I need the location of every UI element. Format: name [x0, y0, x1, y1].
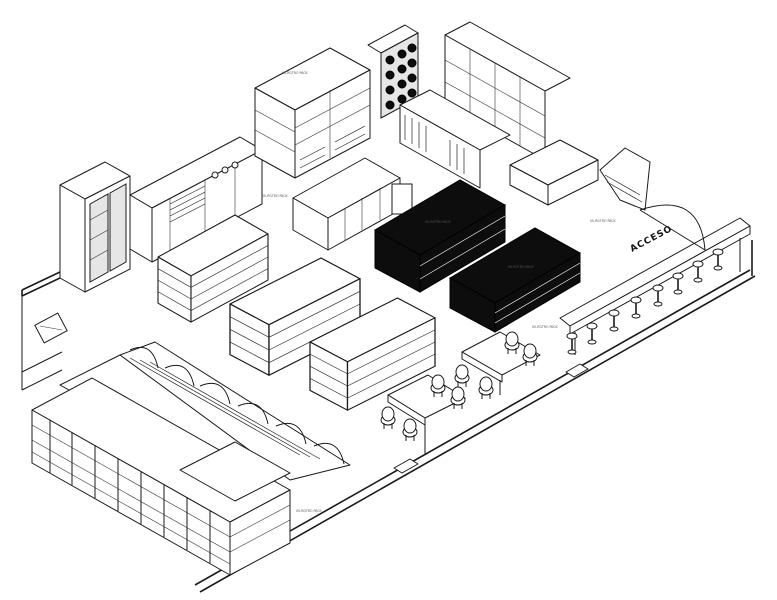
featured-gondolas-black	[373, 179, 582, 333]
fixture-tag: 00-RGTRO PACK	[296, 509, 323, 513]
coffee-bar	[559, 217, 751, 355]
back-tall-shelving	[254, 47, 371, 179]
fixture-tag: 00-RGTRO PACK	[532, 325, 559, 329]
back-wall-counter	[129, 136, 263, 263]
right-wall-display-cabinets	[399, 21, 651, 211]
central-counter	[292, 157, 413, 251]
stock-shelving-racks	[31, 377, 291, 576]
fixture-tag: 00-RGTRO PACK	[508, 265, 535, 269]
fixture-tags: 00-RGTRO PACK 00-RGTRO PACK 00-RGTRO PAC…	[262, 71, 617, 513]
dining-table-2	[380, 374, 466, 455]
fixture-tag: 00-RGTRO PACK	[282, 71, 309, 75]
wine-rack	[367, 24, 419, 119]
fixture-tag: 00-RGTRO PACK	[590, 219, 617, 223]
fixture-tag: 00-RGTRO PACK	[262, 194, 289, 198]
fixture-tag: 00-RGTRO PACK	[425, 220, 452, 224]
refrigerator-cabinet	[59, 161, 131, 293]
dining-table-1	[454, 331, 541, 400]
entrance-label: ACCESO	[629, 224, 675, 255]
